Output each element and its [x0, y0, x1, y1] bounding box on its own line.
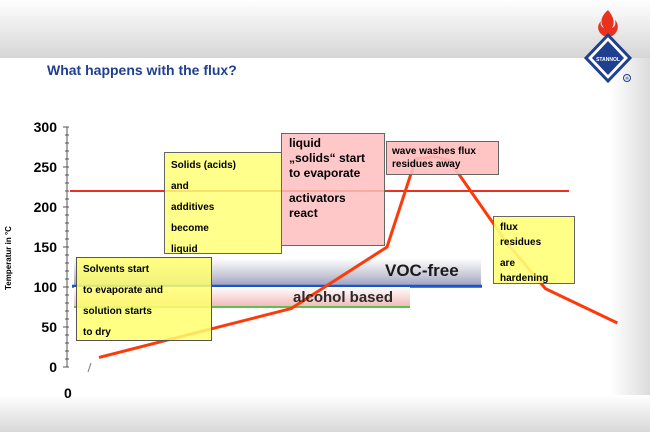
stannol-logo-icon: STANNOL ®: [583, 10, 633, 84]
y-tick-label: 150: [34, 239, 58, 255]
y-tick-label: 0: [49, 359, 57, 375]
y-tick-label: 250: [34, 159, 58, 175]
y-tick-label: 50: [41, 319, 57, 335]
right-shade: [610, 58, 650, 432]
alcohol-based-label: alcohol based: [293, 289, 394, 306]
annotation-flux: flux residues are hardening: [493, 216, 575, 284]
annotation-solvents-line: to evaporate and: [83, 285, 164, 296]
y-tick-label: 300: [34, 119, 58, 135]
annotation-liquid: liquid „solids“ start to evaporate activ…: [281, 133, 385, 246]
page-title: What happens with the flux?: [47, 62, 237, 78]
annotation-solids-line: Solids (acids): [171, 160, 237, 171]
annotation-solids: Solids (acids) and additives become liqu…: [164, 152, 282, 255]
y-tick-label: 100: [34, 279, 58, 295]
annotation-liquid-line: „solids“ start: [289, 151, 366, 165]
annotation-solvents-line: Solvents start: [83, 264, 150, 275]
annotation-solvents-line: solution starts: [83, 306, 152, 317]
annotation-solids-line: additives: [171, 202, 215, 213]
y-axis-label: Temperatur in °C: [4, 226, 13, 290]
annotation-solids-line: become: [171, 223, 209, 234]
header-band: [0, 0, 650, 58]
annotation-wave: wave washes flux residues away: [386, 141, 499, 175]
x-tick-label: 0: [64, 385, 72, 401]
logo-text: STANNOL: [596, 57, 620, 63]
y-tick-label: 200: [34, 199, 58, 215]
annotation-flux-line: hardening: [500, 273, 549, 284]
annotation-solvents: Solvents start to evaporate and solution…: [76, 257, 212, 341]
annotation-solids-line: and: [171, 181, 189, 192]
annotation-liquid-line: liquid: [289, 136, 321, 150]
annotation-flux-line: are: [500, 258, 516, 269]
annotation-liquid-line: activators: [289, 191, 346, 205]
annotation-flux-line: flux: [500, 222, 518, 233]
voc-free-label: VOC-free: [385, 261, 459, 280]
annotation-liquid-line: to evaporate: [289, 166, 361, 180]
annotation-wave-line: residues away: [392, 159, 461, 170]
annotation-liquid-line: react: [289, 206, 318, 220]
svg-text:®: ®: [625, 75, 629, 81]
annotation-solvents-line: to dry: [83, 327, 111, 338]
annotation-flux-line: residues: [500, 237, 542, 248]
y-axis: 0 50 100 150 200 250 300: [34, 119, 92, 375]
bottom-shade: [0, 395, 650, 432]
annotation-solids-line: liquid: [171, 244, 198, 255]
annotation-wave-line: wave washes flux: [392, 146, 476, 157]
